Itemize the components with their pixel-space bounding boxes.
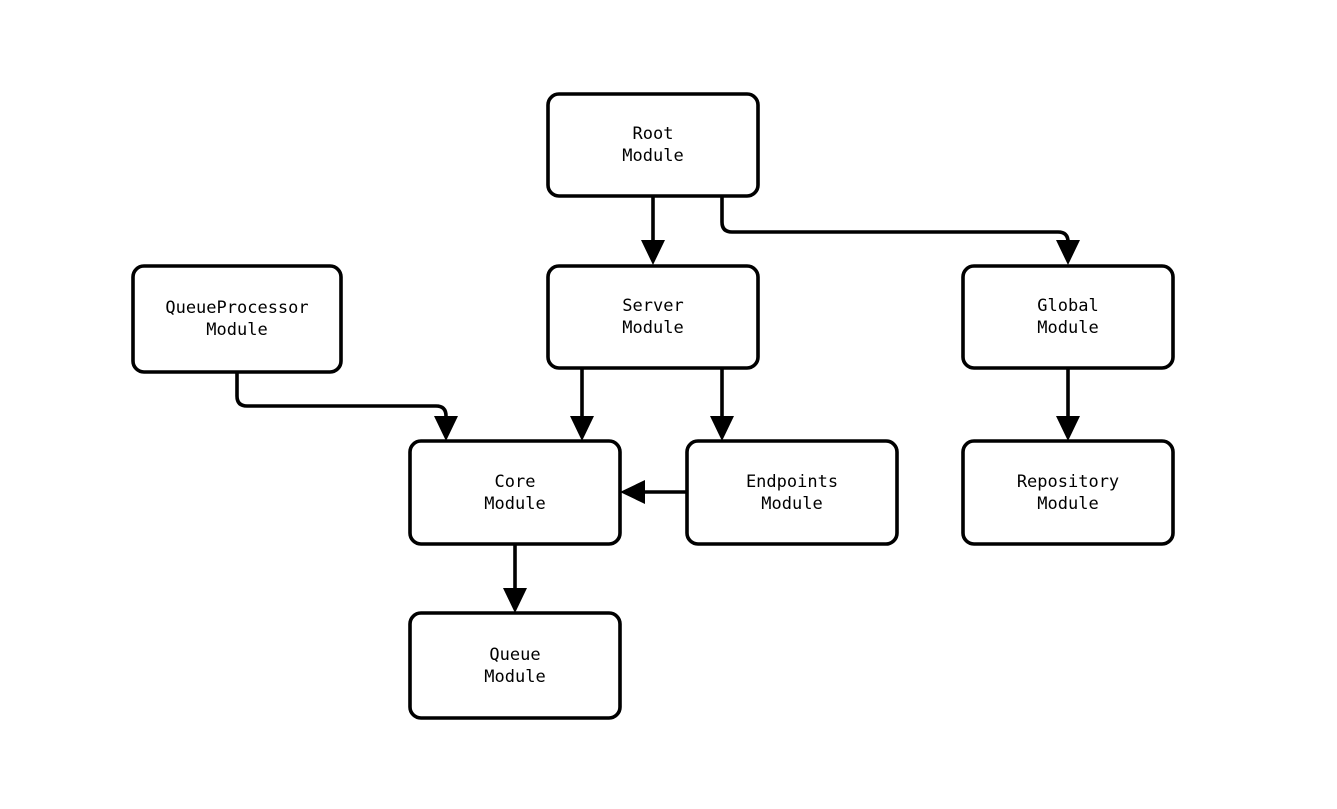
node-endpoints[interactable] <box>685 439 899 546</box>
arrow-head-icon <box>1056 240 1080 265</box>
edge-server-to-endpoints <box>710 368 734 441</box>
node-queue[interactable] <box>408 611 622 720</box>
arrow-head-icon <box>710 416 734 441</box>
node-layer <box>131 92 1175 720</box>
edge-core-to-queue <box>503 544 527 613</box>
arrow-head-icon <box>434 416 458 441</box>
edge-root-to-global <box>720 196 1080 265</box>
node-repository[interactable] <box>961 439 1175 546</box>
arrow-head-icon <box>503 588 527 613</box>
edge-global-to-repository <box>1056 368 1080 441</box>
arrow-head-icon <box>570 416 594 441</box>
edge-line <box>720 196 1070 252</box>
node-global[interactable] <box>961 264 1175 370</box>
arrow-head-icon <box>620 480 645 504</box>
edge-server-to-core <box>570 368 594 441</box>
edge-layer <box>235 196 1080 613</box>
node-root[interactable] <box>546 92 760 198</box>
arrow-head-icon <box>1056 416 1080 441</box>
edge-line <box>235 372 448 428</box>
arrow-head-icon <box>641 240 665 265</box>
node-queueprocessor[interactable] <box>131 264 343 374</box>
edge-queueprocessor-to-core <box>235 372 458 441</box>
node-core[interactable] <box>408 439 622 546</box>
edge-endpoints-to-core <box>620 480 687 504</box>
edge-root-to-server <box>641 196 665 265</box>
node-server[interactable] <box>546 264 760 370</box>
